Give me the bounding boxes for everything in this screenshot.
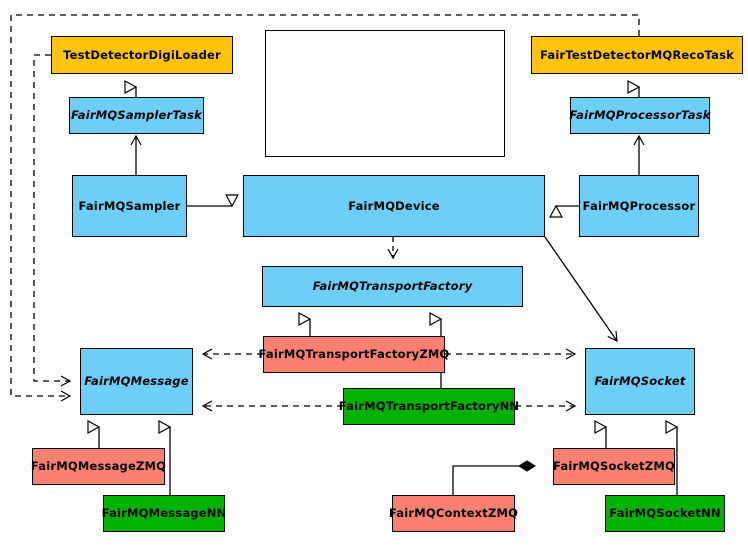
edge-contextzmq-to-socketzmq — [452, 460, 536, 495]
class-node-FairMQProcessor[interactable]: FairMQProcessor — [579, 175, 699, 237]
class-node-FairMQSocketNN[interactable]: FairMQSocketNN — [605, 495, 725, 532]
class-node-FairMQSocket[interactable]: FairMQSocket — [585, 348, 695, 415]
legend-panel — [265, 30, 505, 157]
edge-recotask-to-message — [10, 14, 640, 402]
class-node-FairMQTransportFactory[interactable]: FairMQTransportFactory — [262, 266, 523, 307]
class-node-FairMQTransportFactoryNN[interactable]: FairMQTransportFactoryNN — [339, 388, 519, 425]
class-node-TestDetectorDigiLoader[interactable]: TestDetectorDigiLoader — [51, 36, 233, 74]
class-node-FairMQSamplerTask[interactable]: FairMQSamplerTask — [69, 97, 204, 134]
edge-digiloader-to-message — [33, 54, 72, 387]
class-node-FairMQSampler[interactable]: FairMQSampler — [72, 175, 187, 237]
class-node-FairMQDevice[interactable]: FairMQDevice — [243, 175, 545, 237]
class-node-FairTestDetectorMQRecoTask[interactable]: FairTestDetectorMQRecoTask — [531, 36, 743, 74]
class-node-FairMQTransportFactoryZMQ[interactable]: FairMQTransportFactoryZMQ — [259, 336, 449, 373]
class-node-FairMQMessage[interactable]: FairMQMessage — [80, 348, 193, 415]
edge-device-to-socket — [544, 236, 618, 343]
class-node-FairMQMessageZMQ[interactable]: FairMQMessageZMQ — [31, 448, 166, 485]
class-node-FairMQMessageNN[interactable]: FairMQMessageNN — [102, 495, 226, 532]
class-node-FairMQProcessorTask[interactable]: FairMQProcessorTask — [569, 97, 710, 134]
class-node-FairMQContextZMQ[interactable]: FairMQContextZMQ — [389, 495, 518, 532]
class-node-FairMQSocketZMQ[interactable]: FairMQSocketZMQ — [553, 448, 675, 485]
